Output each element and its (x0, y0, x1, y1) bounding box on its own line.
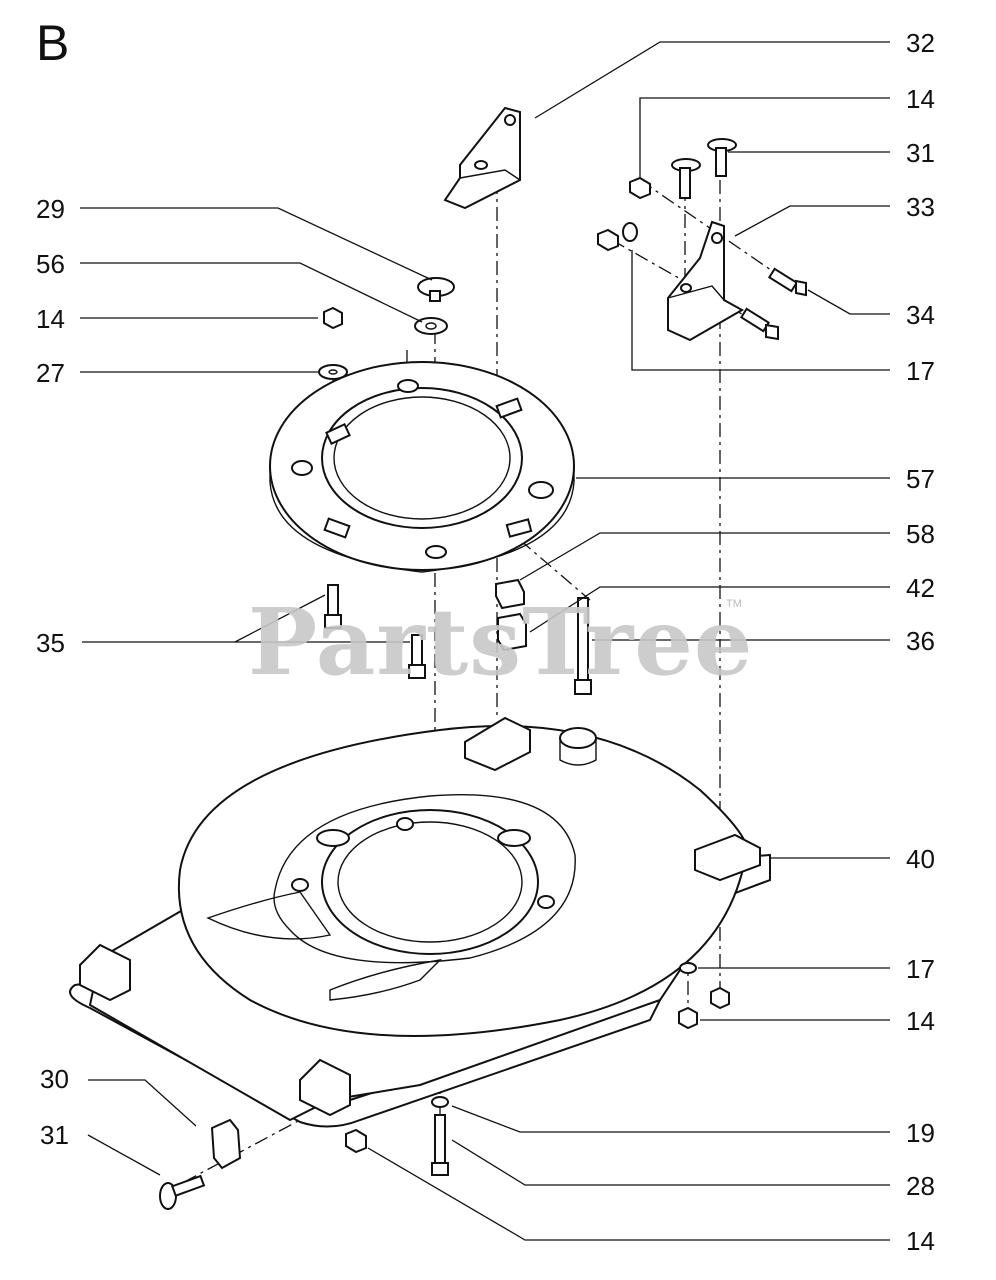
callout-14[interactable]: 14 (906, 1226, 935, 1256)
callout-33[interactable]: 33 (906, 192, 935, 222)
callout-34[interactable]: 34 (906, 300, 935, 330)
bottom-hardware (159, 962, 730, 1210)
callout-31[interactable]: 31 (40, 1120, 69, 1150)
leader-lines (80, 41, 890, 1241)
callout-58[interactable]: 58 (906, 519, 935, 549)
upper-left-small-parts (318, 277, 455, 380)
callout-27[interactable]: 27 (36, 358, 65, 388)
top-right-hardware (597, 138, 807, 341)
callout-40[interactable]: 40 (906, 844, 935, 874)
callout-17[interactable]: 17 (906, 954, 935, 984)
callout-42[interactable]: 42 (906, 573, 935, 603)
callout-30[interactable]: 30 (40, 1064, 69, 1094)
callout-35[interactable]: 35 (36, 628, 65, 658)
mounting-plate-57 (269, 361, 575, 573)
bracket-33 (667, 220, 745, 342)
callout-32[interactable]: 32 (906, 28, 935, 58)
callout-14[interactable]: 14 (906, 84, 935, 114)
section-label: B (36, 15, 70, 71)
callout-14[interactable]: 14 (36, 304, 65, 334)
middle-bolts-and-clips (324, 578, 592, 695)
callout-19[interactable]: 19 (906, 1118, 935, 1148)
callout-57[interactable]: 57 (906, 464, 935, 494)
callout-56[interactable]: 56 (36, 249, 65, 279)
callout-31[interactable]: 31 (906, 138, 935, 168)
callout-14[interactable]: 14 (906, 1006, 935, 1036)
bracket-32 (443, 106, 521, 210)
callout-36[interactable]: 36 (906, 626, 935, 656)
callout-28[interactable]: 28 (906, 1171, 935, 1201)
callout-29[interactable]: 29 (36, 194, 65, 224)
watermark-trademark: TM (726, 598, 742, 610)
callout-17[interactable]: 17 (906, 356, 935, 386)
mower-deck-40 (69, 716, 771, 1128)
watermark: PartsTree (248, 588, 754, 696)
